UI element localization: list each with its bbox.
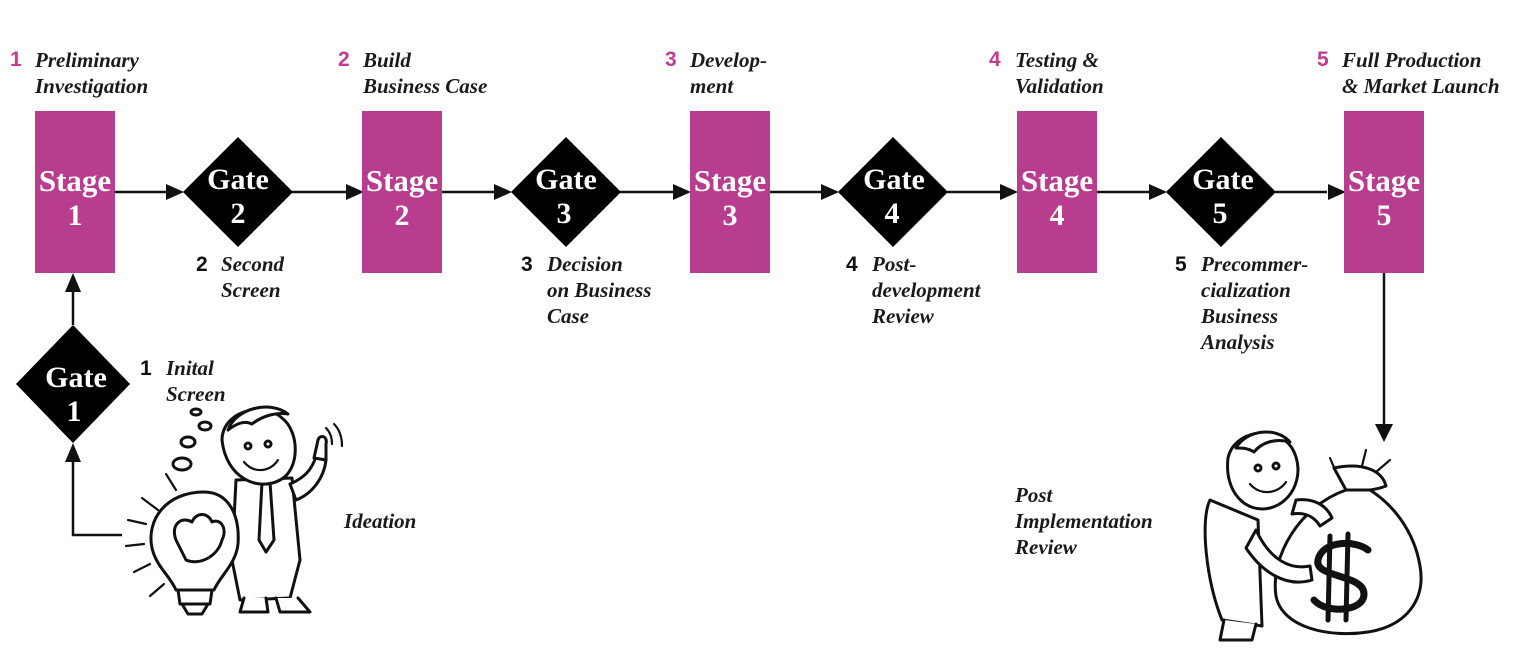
- stage-heading-line: Testing &: [1015, 48, 1099, 72]
- review-label-line: Post: [1014, 483, 1054, 507]
- stage-box-5: Stage 5: [1344, 111, 1424, 273]
- gate-caption-line: cialization: [1201, 278, 1291, 302]
- gate-caption-line: Second: [221, 252, 285, 276]
- stage-box-3: Stage 3: [690, 111, 770, 273]
- gate-diamond-number: 1: [67, 395, 82, 428]
- arrowhead: [1375, 424, 1393, 442]
- stage-heading-line: Full Production: [1341, 48, 1481, 72]
- arrowhead: [673, 184, 691, 200]
- gate-caption-line: Post-: [871, 252, 916, 276]
- arrowhead: [1149, 184, 1167, 200]
- arrowhead: [821, 184, 839, 200]
- gate-caption-line: Precommer-: [1200, 252, 1308, 276]
- gate-caption-3: 3 Decision on Business Case: [521, 252, 651, 328]
- gate-caption-number: 3: [521, 253, 533, 276]
- connector-ideation-gate1: [71, 462, 122, 537]
- review-label-line: Review: [1014, 535, 1078, 559]
- stage-heading-line: Develop-: [689, 48, 767, 72]
- gate-caption-4: 4 Post- development Review: [846, 252, 982, 328]
- gate-diamond-3: Gate 3: [511, 137, 621, 247]
- stage-heading-line: Investigation: [34, 74, 148, 98]
- gate-caption-number: 1: [140, 357, 152, 380]
- stage-heading-4: 4 Testing & Validation: [989, 48, 1104, 98]
- stage-box-number: 3: [723, 199, 738, 232]
- stage-heading-line: ment: [690, 74, 734, 98]
- stage-heading-number: 1: [10, 48, 22, 71]
- stage-box-number: 1: [68, 199, 83, 232]
- stage-heading-number: 3: [665, 48, 677, 71]
- review-label-line: Implementation: [1014, 509, 1153, 533]
- gate-diamond-1: Gate 1: [16, 325, 130, 443]
- gate-caption-line: Business: [1200, 304, 1278, 328]
- gate-diamond-number: 3: [557, 197, 572, 230]
- gate-diamond-word: Gate: [1192, 163, 1254, 196]
- stage-box-number: 2: [395, 199, 410, 232]
- gate-diamond-2: Gate 2: [183, 137, 293, 247]
- gate-caption-line: Screen: [166, 382, 226, 406]
- gate-caption-1: 1 Inital Screen: [140, 356, 226, 406]
- stage-box-number: 4: [1050, 199, 1065, 232]
- arrowhead: [494, 184, 512, 200]
- stage-heading-5: 5 Full Production & Market Launch: [1317, 48, 1500, 98]
- gate-caption-number: 4: [846, 253, 858, 276]
- gate-caption-line: Inital: [165, 356, 214, 380]
- arrowhead: [65, 443, 81, 462]
- gate-caption-number: 2: [196, 253, 208, 276]
- stage-heading-line: & Market Launch: [1342, 74, 1500, 98]
- connectors: [65, 184, 1393, 537]
- gate-diamond-number: 4: [885, 197, 900, 230]
- arrowhead: [166, 184, 184, 200]
- stage-box-word: Stage: [694, 163, 766, 198]
- stage-box-word: Stage: [1021, 163, 1093, 198]
- gate-caption-line: Screen: [221, 278, 281, 302]
- stage-box-word: Stage: [366, 163, 438, 198]
- stage-box-2: Stage 2: [362, 111, 442, 273]
- stage-heading-number: 2: [338, 48, 350, 71]
- gate-diamond-word: Gate: [207, 163, 269, 196]
- gate-caption-2: 2 Second Screen: [196, 252, 285, 302]
- gate-diamond-word: Gate: [535, 163, 597, 196]
- stage-box-word: Stage: [39, 163, 111, 198]
- gate-caption-line: Analysis: [1199, 330, 1275, 354]
- gate-caption-line: Review: [871, 304, 935, 328]
- stage-heading-line: Preliminary: [34, 48, 140, 72]
- gate-diamond-word: Gate: [45, 361, 107, 394]
- stage-box-4: Stage 4: [1017, 111, 1097, 273]
- stage-heading-line: Build: [362, 48, 411, 72]
- stage-heading-number: 4: [989, 48, 1001, 71]
- stage-heading-3: 3 Develop- ment: [665, 48, 767, 98]
- stage-box-word: Stage: [1348, 163, 1420, 198]
- gate-caption-line: on Business: [547, 278, 651, 302]
- stage-box-number: 5: [1377, 199, 1392, 232]
- ideation-man-with-lightbulb-icon: [124, 405, 344, 616]
- arrowhead: [1328, 184, 1346, 200]
- ideation-label: Ideation: [343, 509, 416, 533]
- stage-heading-line: Validation: [1015, 74, 1104, 98]
- stage-heading-number: 5: [1317, 48, 1329, 71]
- post-implementation-review-label: Post Implementation Review: [1014, 483, 1153, 559]
- arrowhead: [1000, 184, 1018, 200]
- gate-caption-line: Case: [547, 304, 589, 328]
- gate-caption-line: Decision: [546, 252, 623, 276]
- stage-heading-1: 1 Preliminary Investigation: [10, 48, 148, 98]
- gate-diamond-4: Gate 4: [838, 137, 948, 247]
- man-with-money-bag-icon: [1203, 430, 1423, 642]
- gate-caption-number: 5: [1175, 253, 1187, 276]
- gate-diamond-number: 2: [231, 197, 246, 230]
- stage-heading-line: Business Case: [362, 74, 487, 98]
- arrowhead: [346, 184, 364, 200]
- stage-box-1: Stage 1: [35, 111, 115, 273]
- gate-caption-line: development: [872, 278, 982, 302]
- gate-diamond-number: 5: [1213, 197, 1228, 230]
- stage-heading-2: 2 Build Business Case: [338, 48, 487, 98]
- gate-caption-5: 5 Precommer- cialization Business Analys…: [1175, 252, 1308, 354]
- arrowhead: [65, 273, 81, 292]
- gate-diamond-word: Gate: [863, 163, 925, 196]
- gate-diamond-5: Gate 5: [1166, 137, 1276, 247]
